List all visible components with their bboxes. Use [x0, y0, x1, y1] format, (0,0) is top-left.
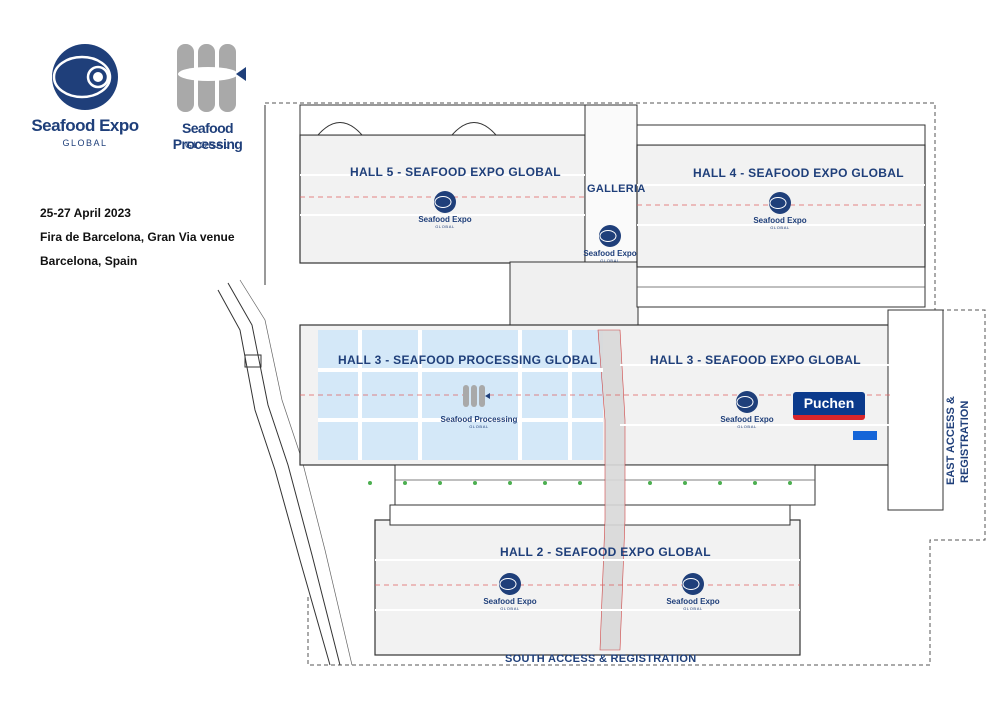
hall-4-label: HALL 4 - SEAFOOD EXPO GLOBAL: [693, 166, 904, 180]
hall-5-dome: [451, 122, 497, 136]
hall-3-logo-name: Seafood Expo: [720, 415, 774, 424]
east-access-building: [887, 309, 944, 511]
hall-2-right-logo-name: Seafood Expo: [666, 597, 720, 606]
puchen-booth-location[interactable]: [853, 431, 877, 440]
hall-2-annex: [389, 504, 791, 526]
hall-5-label: HALL 5 - SEAFOOD EXPO GLOBAL: [350, 165, 561, 179]
event-venue: Fira de Barcelona, Gran Via venue: [40, 230, 235, 244]
hall-3-expo-emblem-icon: [736, 391, 758, 413]
walkway-connector: [597, 329, 626, 651]
hall-5-dome: [317, 122, 363, 136]
east-access-label: EAST ACCESS & REGISTRATION: [940, 380, 980, 490]
event-city: Barcelona, Spain: [40, 254, 138, 268]
road-line: [217, 289, 331, 666]
hall-2: [374, 519, 801, 656]
hall-5-expo-emblem-icon: [434, 191, 456, 213]
galleria-label: GALLERIA: [587, 183, 646, 195]
seafood-processing-logo-name: Seafood Processing: [172, 120, 243, 152]
east-access-line2: REGISTRATION: [959, 400, 971, 483]
hall-2-left-logo-sub: GLOBAL: [500, 606, 520, 611]
hall-3-processing-label: HALL 3 - SEAFOOD PROCESSING GLOBAL: [338, 353, 598, 367]
hall-3-processing-logo-name: Seafood Processing: [440, 415, 518, 424]
galleria-expo-emblem-icon: [599, 225, 621, 247]
seafood-processing-logo-sub: GLOBAL: [184, 140, 231, 150]
hall-5-logo-name: Seafood Expo: [418, 215, 472, 224]
event-info: 25-27 April 2023 Fira de Barcelona, Gran…: [40, 201, 235, 273]
puchen-booth-marker[interactable]: Puchen: [793, 392, 865, 420]
seafood-processing-logo: Seafood Processing GLOBAL: [150, 40, 265, 160]
hall-4-logo-name: Seafood Expo: [753, 216, 807, 225]
hall-2-label: HALL 2 - SEAFOOD EXPO GLOBAL: [500, 545, 711, 559]
road-line: [227, 282, 341, 666]
seafood-expo-logo: Seafood Expo GLOBAL: [30, 40, 140, 160]
east-access-line1: EAST ACCESS &: [945, 396, 957, 485]
hall-4-expo-emblem-icon: [769, 192, 791, 214]
seafood-expo-logo-sub: GLOBAL: [62, 138, 108, 148]
hall-3-processing-emblem-icon: [463, 385, 490, 407]
hall-3-processing-logo-sub: GLOBAL: [469, 424, 489, 429]
hall-2-right-logo-sub: GLOBAL: [683, 606, 703, 611]
hall-4-annex: [636, 124, 926, 146]
hall-3-logo-sub: GLOBAL: [737, 424, 757, 429]
venue-boundary: [265, 102, 986, 666]
event-dates: 25-27 April 2023: [40, 206, 131, 220]
hall-4-logo-sub: GLOBAL: [770, 225, 790, 230]
galleria-walkway: [509, 261, 639, 329]
galleria-logo-sub: GLOBAL: [600, 258, 620, 263]
aisle-grid: [300, 174, 925, 611]
hall-3-expo-label: HALL 3 - SEAFOOD EXPO GLOBAL: [650, 353, 861, 367]
road-line: [239, 279, 353, 666]
parking-marks: [244, 354, 262, 368]
door-markers: [368, 481, 792, 485]
hall-2-left-logo-name: Seafood Expo: [483, 597, 537, 606]
seafood-processing-emblem-icon: [177, 44, 246, 112]
seafood-expo-logo-name: Seafood Expo: [31, 116, 139, 135]
seafood-expo-emblem-icon: [52, 44, 118, 110]
hall-2-expo-emblem-icon-right: [682, 573, 704, 595]
south-access-label: SOUTH ACCESS & REGISTRATION: [505, 653, 697, 665]
hall-5-logo-sub: GLOBAL: [435, 224, 455, 229]
galleria-logo-name: Seafood Expo: [583, 249, 637, 258]
hall-2-expo-emblem-icon-left: [499, 573, 521, 595]
hall-5-annex: [299, 104, 586, 136]
